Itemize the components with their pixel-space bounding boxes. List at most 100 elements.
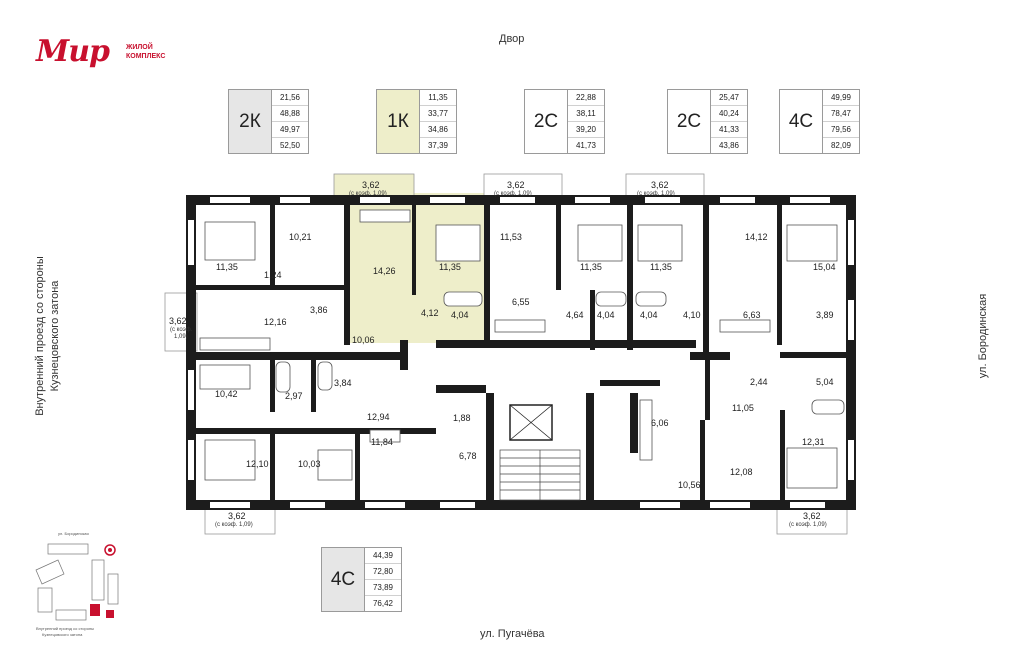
minimap-street-bottom-2: Кузнецовского затона (42, 632, 83, 637)
room-area: 3,89 (816, 310, 834, 320)
outer-wall-left (186, 195, 196, 510)
balcony-coef: (с коэф. 1,09) (637, 191, 675, 197)
minimap-street-top: ул. Бородинская (58, 531, 89, 536)
balcony-area: 3,62 (507, 180, 525, 190)
room-area: 15,04 (813, 262, 836, 272)
unit-card-1k: 1К 11,35 33,77 34,86 37,39 (376, 89, 457, 154)
street-bottom: ул. Пугачёва (480, 628, 545, 640)
unit-type-label: 2К (229, 90, 271, 153)
minimap-street-bottom-1: Внутренний проезд со стороны (36, 626, 95, 631)
unit-area: 79,56 (823, 122, 859, 138)
unit-area: 78,47 (823, 106, 859, 122)
unit-type-label: 2С (533, 110, 559, 132)
room-area: 11,35 (216, 262, 238, 272)
site-minimap: ул. Бородинская Внутренний проезд со сто… (28, 530, 138, 640)
outer-wall-right (846, 195, 856, 510)
room-area: 1,24 (264, 270, 282, 280)
room-area: 4,12 (421, 308, 439, 318)
unit-area: 82,09 (830, 141, 852, 150)
balcony (776, 507, 848, 535)
room-area: 14,26 (373, 266, 396, 276)
unit-area: 25,47 (711, 90, 747, 106)
room-area: 10,56 (678, 480, 701, 490)
room-area: 11,84 (371, 437, 393, 447)
room-area: 4,04 (597, 310, 615, 320)
room-area: 6,06 (651, 418, 669, 428)
balcony-area: 3,62 (228, 511, 246, 521)
unit-area: 38,11 (568, 106, 604, 122)
balcony-coef: 1,09) (174, 334, 188, 340)
unit-area: 43,86 (718, 141, 740, 150)
minimap-drawing (35, 543, 119, 621)
unit-area: 39,20 (568, 122, 604, 138)
balcony-area: 3,62 (651, 180, 669, 190)
unit-area: 48,88 (272, 106, 308, 122)
room-area: 11,53 (500, 232, 522, 242)
room-area: 3,84 (334, 378, 352, 388)
unit-area: 52,50 (279, 141, 301, 150)
room-area: 5,04 (816, 377, 834, 387)
outer-wall-bottom (186, 500, 856, 510)
unit-area: 33,77 (420, 106, 456, 122)
unit-area: 40,24 (711, 106, 747, 122)
unit-card-4c-top: 4С 49,99 78,47 79,56 82,09 (779, 89, 860, 154)
unit-area: 49,97 (272, 122, 308, 138)
unit-card-2k: 2К 21,56 48,88 49,97 52,50 (228, 89, 309, 154)
room-area: 6,63 (743, 310, 761, 320)
room-area: 2,97 (285, 391, 303, 401)
room-area: 6,55 (512, 297, 530, 307)
room-area: 11,35 (439, 262, 461, 272)
logo-subtitle-1: ЖИЛОЙ (126, 44, 153, 51)
room-area: 12,94 (367, 412, 390, 422)
logo-wordmark: Мир (36, 34, 110, 69)
room-area: 4,64 (566, 310, 584, 320)
balcony-area: 3,62 (362, 180, 380, 190)
unit-area: 76,42 (372, 599, 394, 608)
unit-type-label: 1К (377, 90, 419, 153)
room-area: 2,44 (750, 377, 768, 387)
unit-area: 72,80 (365, 564, 401, 580)
unit-area: 41,33 (711, 122, 747, 138)
balcony (204, 507, 276, 535)
room-area: 12,16 (264, 317, 287, 327)
room-area: 14,12 (745, 232, 768, 242)
balcony-coef: (с коэф. 1,09) (494, 191, 532, 197)
unit-area: 34,86 (420, 122, 456, 138)
room-area: 4,04 (640, 310, 658, 320)
unit-area: 22,88 (568, 90, 604, 106)
balcony (483, 173, 563, 199)
balcony-coef: (с коэф. 1,09) (349, 191, 387, 197)
room-area: 4,10 (683, 310, 701, 320)
interior-walls (196, 205, 846, 500)
unit-type-label: 2С (676, 110, 702, 132)
balcony-area: 3,62 (169, 316, 187, 326)
unit-type-label: 4С (322, 548, 364, 611)
room-area: 11,35 (580, 262, 602, 272)
unit-card-4c-bottom: 4С 44,39 72,80 73,89 76,42 (321, 547, 402, 612)
bathtubs (275, 291, 845, 415)
room-area: 10,21 (289, 232, 312, 242)
unit-area: 11,35 (420, 90, 456, 106)
street-top: Двор (499, 33, 525, 45)
room-area: 12,31 (802, 437, 825, 447)
unit-area: 73,89 (365, 580, 401, 596)
room-area: 10,03 (298, 459, 321, 469)
room-area: 10,06 (352, 335, 375, 345)
unit-card-2c-a: 2С 22,88 38,11 39,20 41,73 (524, 89, 605, 154)
room-area: 12,10 (246, 459, 269, 469)
windows (188, 197, 854, 508)
unit-area: 21,56 (272, 90, 308, 106)
logo-subtitle-2: КОМПЛЕКС (126, 53, 166, 60)
room-area: 4,04 (451, 310, 469, 320)
highlighted-balcony (333, 173, 415, 199)
room-area: 3,86 (310, 305, 328, 315)
balcony-area: 3,62 (803, 511, 821, 521)
beds (199, 221, 838, 489)
room-area: 10,42 (215, 389, 238, 399)
unit-area: 49,99 (823, 90, 859, 106)
balcony (625, 173, 705, 199)
room-area: 12,08 (730, 467, 753, 477)
stairs (499, 449, 581, 501)
balcony-coef: (с коэф. (170, 327, 193, 333)
